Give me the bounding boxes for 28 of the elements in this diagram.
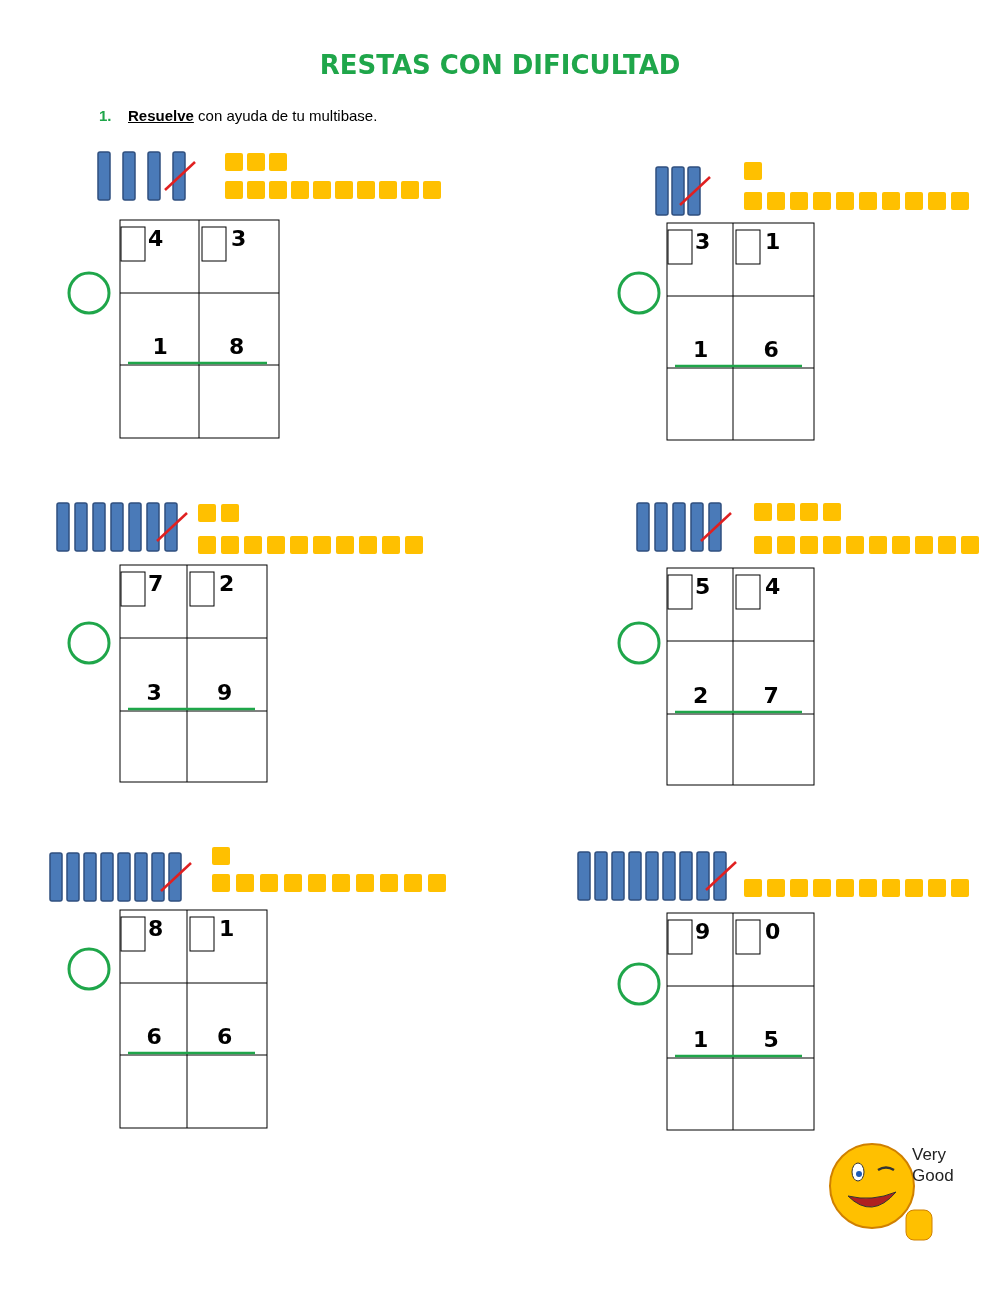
digit: 8 xyxy=(148,917,164,941)
instruction-text: Resuelve con ayuda de tu multibase. xyxy=(128,107,378,124)
digit: 5 xyxy=(763,1028,779,1052)
digit: 8 xyxy=(229,335,245,359)
digit: 0 xyxy=(765,920,781,944)
digit: 3 xyxy=(695,230,711,254)
digit: 9 xyxy=(217,681,233,705)
digit: 6 xyxy=(763,338,779,362)
digit: 4 xyxy=(765,575,781,599)
digit: 6 xyxy=(217,1025,233,1049)
digit: 2 xyxy=(693,684,709,708)
digit: 1 xyxy=(219,917,235,941)
worksheet-title: RESTAS CON DIFICULTAD xyxy=(318,50,682,80)
digit: 4 xyxy=(148,227,164,251)
digit: 1 xyxy=(152,335,168,359)
digit: 7 xyxy=(148,572,164,596)
digit: 3 xyxy=(231,227,247,251)
digit: 2 xyxy=(219,572,235,596)
digit: 6 xyxy=(146,1025,162,1049)
sticker-text: Very Good xyxy=(912,1144,955,1186)
digit: 7 xyxy=(763,684,779,708)
digit: 5 xyxy=(695,575,711,599)
digit: 3 xyxy=(146,681,162,705)
digit: 9 xyxy=(695,920,711,944)
digit: 1 xyxy=(765,230,781,254)
item-number: 1. xyxy=(99,107,112,124)
digit: 1 xyxy=(693,1028,709,1052)
digit: 1 xyxy=(693,338,709,362)
